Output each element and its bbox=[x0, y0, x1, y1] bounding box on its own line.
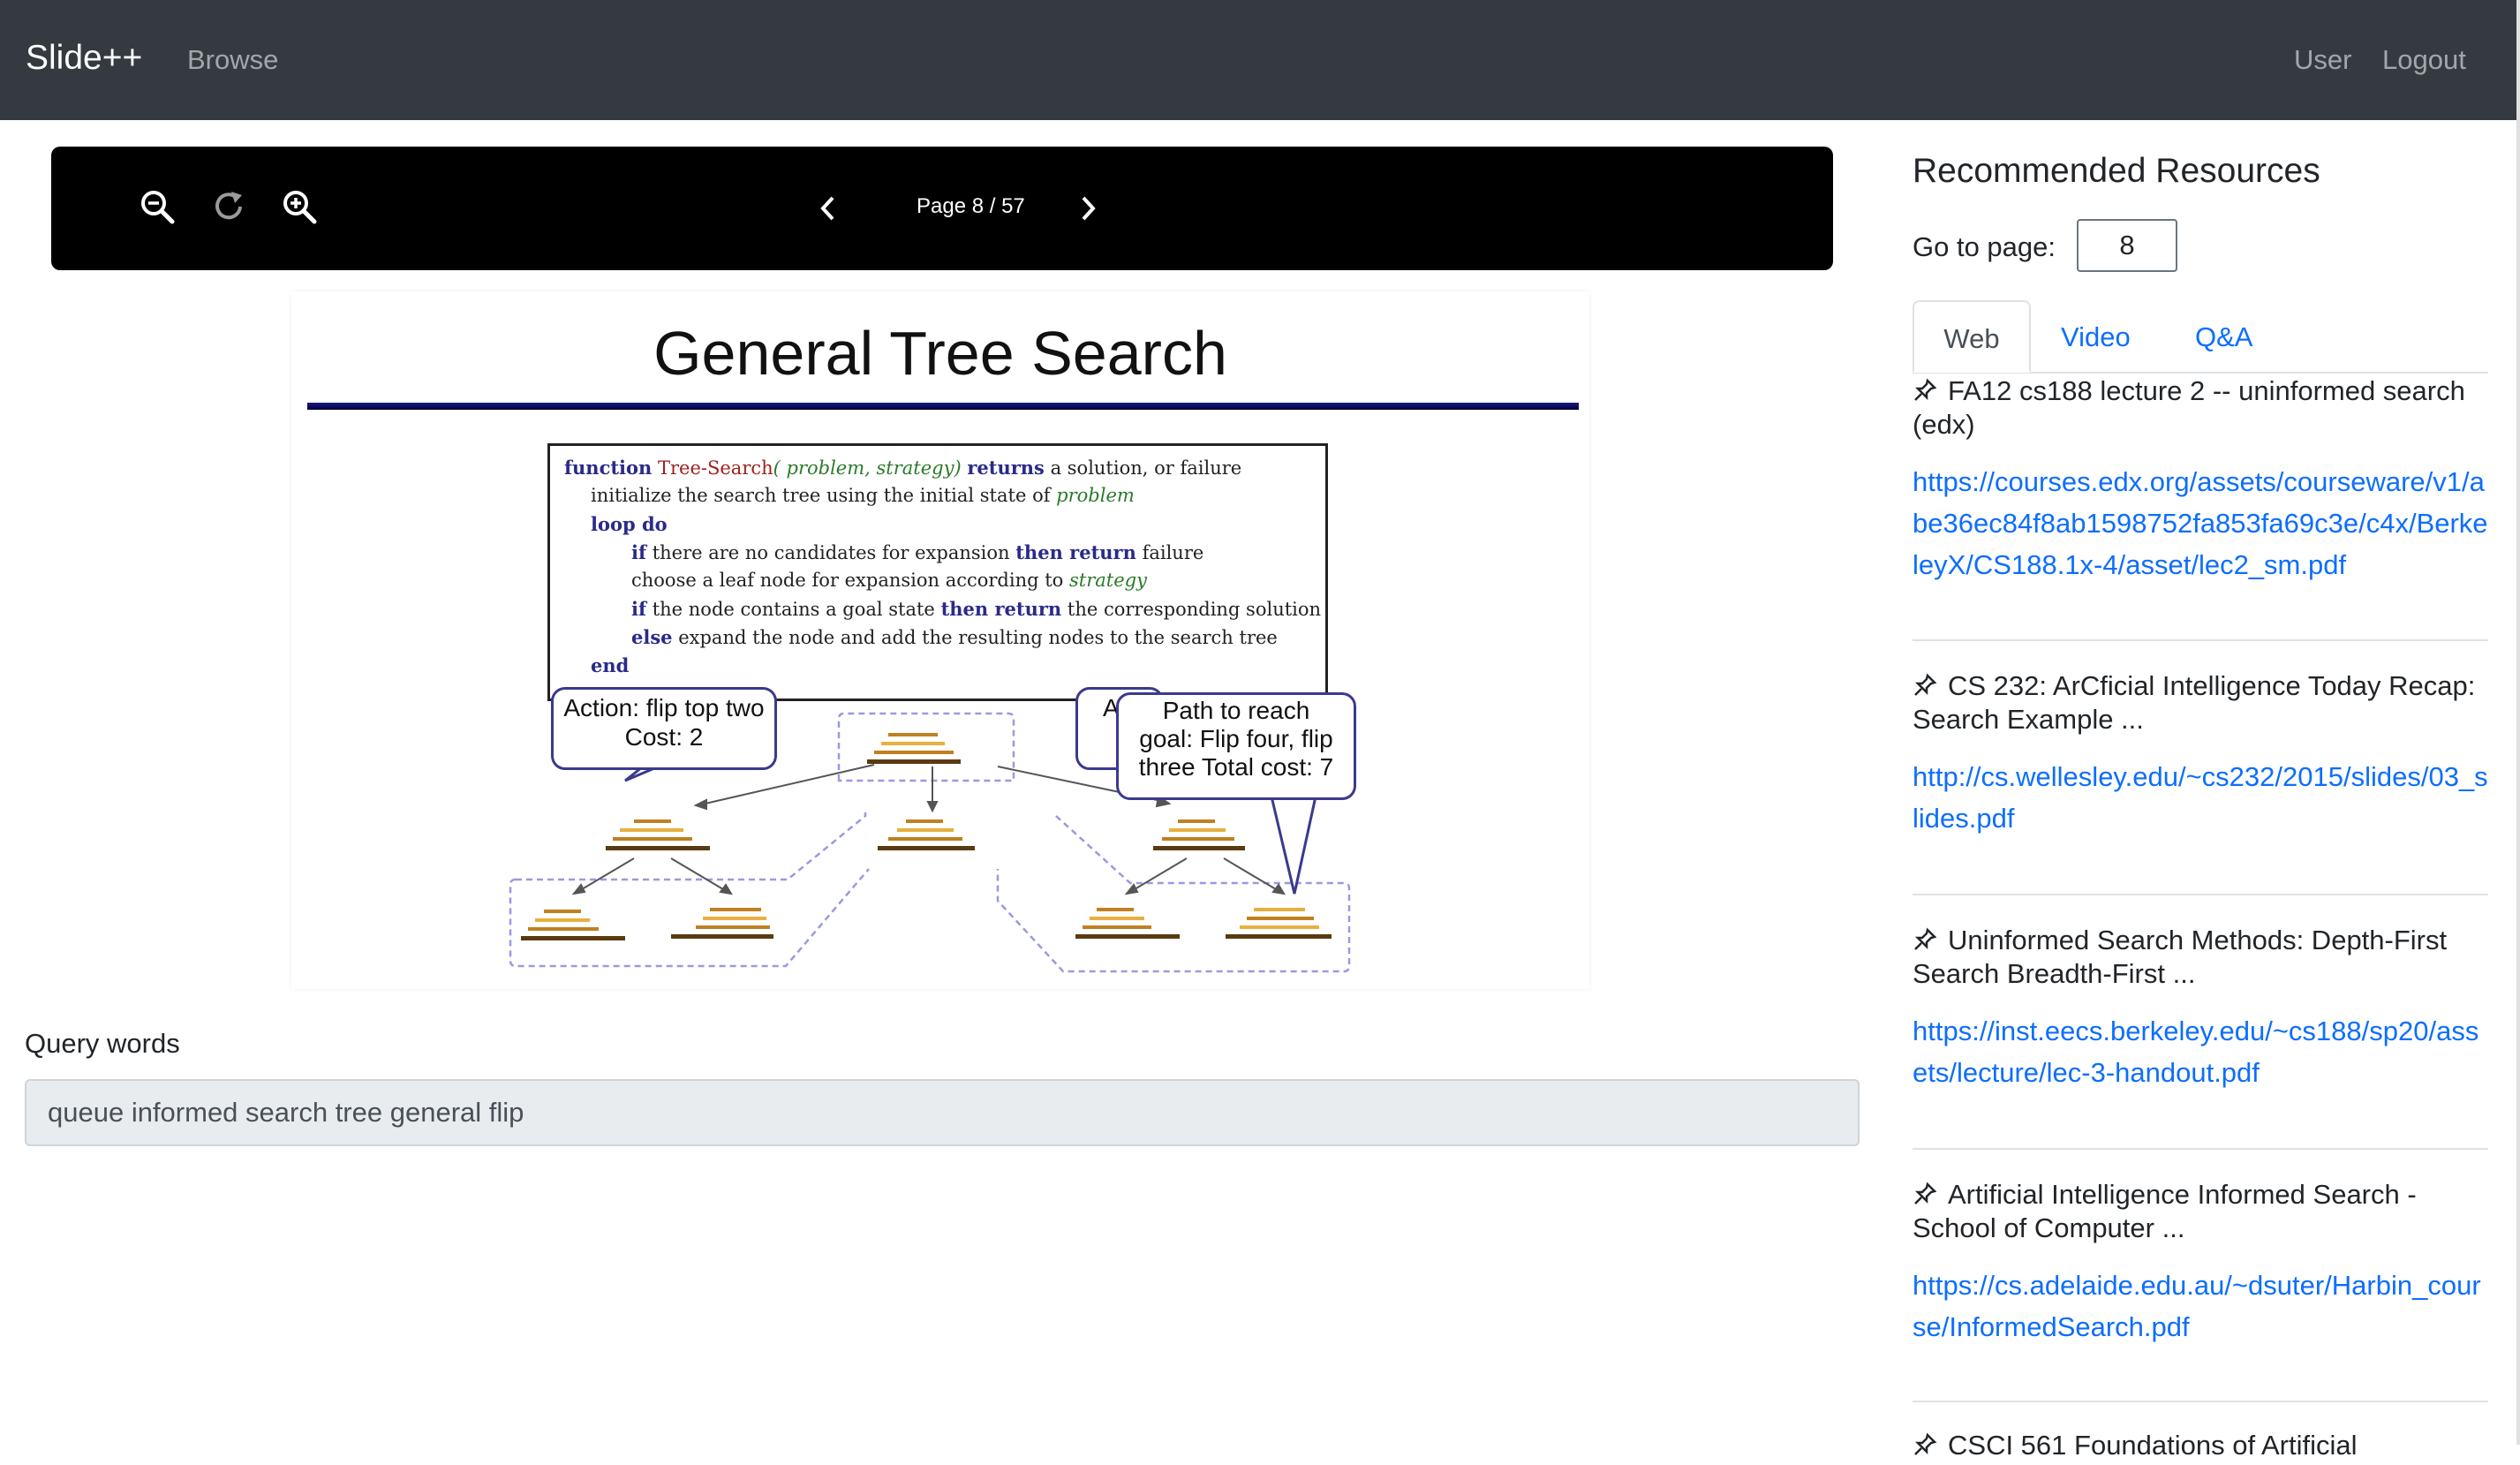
pin-icon[interactable] bbox=[1913, 672, 1937, 697]
chevron-left-icon[interactable] bbox=[808, 188, 849, 229]
algo-line-6: if the node contains a goal state then r… bbox=[631, 598, 1322, 620]
query-words-label: Query words bbox=[25, 1028, 180, 1059]
algo-line-7: else expand the node and add the resulti… bbox=[631, 626, 1278, 648]
pin-icon[interactable] bbox=[1913, 1431, 1937, 1456]
go-to-page-label: Go to page: bbox=[1913, 231, 2056, 262]
nav-browse-link[interactable]: Browse bbox=[187, 44, 279, 75]
result-item: Uninformed Search Methods: Depth-First S… bbox=[1913, 924, 2488, 1093]
tabs-divider bbox=[1913, 372, 2488, 374]
result-title[interactable]: FA12 cs188 lecture 2 -- uninformed searc… bbox=[1913, 375, 2465, 440]
algo-line-5: choose a leaf node for expansion accordi… bbox=[631, 570, 1147, 591]
nav-user-link[interactable]: User bbox=[2294, 44, 2352, 75]
chevron-right-icon[interactable] bbox=[1068, 188, 1108, 229]
algo-line-3: loop do bbox=[591, 513, 668, 535]
slide-title: General Tree Search bbox=[653, 319, 1227, 388]
pancake-stack-root bbox=[867, 733, 961, 764]
pin-icon[interactable] bbox=[1913, 926, 1937, 951]
tab-web[interactable]: Web bbox=[1913, 300, 2031, 373]
pin-icon[interactable] bbox=[1913, 377, 1937, 402]
algorithm-box: function Tree-Search( problem, strategy)… bbox=[547, 443, 1328, 701]
path-callout: Path to reach goal: Flip four, flip thre… bbox=[1116, 692, 1356, 800]
algo-line-4: if there are no candidates for expansion… bbox=[631, 541, 1204, 563]
result-divider bbox=[1913, 639, 2488, 641]
zoom-in-icon[interactable] bbox=[279, 186, 320, 227]
pancake-stack-right-right bbox=[1226, 908, 1332, 939]
tab-video[interactable]: Video bbox=[2061, 321, 2131, 352]
slide-title-rule bbox=[307, 403, 1579, 410]
result-item: CSCI 561 Foundations of Artificial bbox=[1913, 1429, 2488, 1462]
result-divider bbox=[1913, 1401, 2488, 1402]
result-link[interactable]: http://cs.wellesley.edu/~cs232/2015/slid… bbox=[1913, 761, 2488, 834]
action-callout: Action: flip top two Cost: 2 bbox=[551, 687, 777, 770]
algo-line-1: function Tree-Search( problem, strategy)… bbox=[564, 457, 1242, 479]
pancake-stack-left bbox=[606, 819, 710, 850]
tab-qa[interactable]: Q&A bbox=[2195, 321, 2253, 352]
result-title[interactable]: CSCI 561 Foundations of Artificial bbox=[1913, 1429, 2488, 1462]
algo-line-2: initialize the search tree using the ini… bbox=[591, 485, 1135, 506]
brand-logo[interactable]: Slide++ bbox=[26, 39, 143, 77]
algo-line-8: end bbox=[591, 654, 630, 676]
pancake-stack-left-right bbox=[671, 908, 773, 939]
page-scrollbar[interactable] bbox=[2516, 0, 2520, 1445]
nav-logout-link[interactable]: Logout bbox=[2382, 44, 2466, 75]
result-item: Artificial Intelligence Informed Search … bbox=[1913, 1178, 2488, 1348]
result-title[interactable]: CS 232: ArCficial Intelligence Today Rec… bbox=[1913, 670, 2476, 735]
result-title[interactable]: Artificial Intelligence Informed Search … bbox=[1913, 1179, 2417, 1243]
result-divider bbox=[1913, 894, 2488, 895]
pancake-stack-left-left bbox=[521, 910, 625, 940]
page-indicator: Page 8 / 57 bbox=[917, 194, 1025, 218]
slide-canvas: General Tree Search bbox=[291, 291, 1589, 989]
result-item: CS 232: ArCficial Intelligence Today Rec… bbox=[1913, 669, 2488, 839]
result-link[interactable]: https://cs.adelaide.edu.au/~dsuter/Harbi… bbox=[1913, 1270, 2481, 1342]
result-link[interactable]: https://inst.eecs.berkeley.edu/~cs188/sp… bbox=[1913, 1016, 2479, 1088]
pdf-viewer-toolbar: Page 8 / 57 bbox=[51, 147, 1833, 270]
recommended-resources-title: Recommended Resources bbox=[1913, 152, 2320, 190]
navbar: Slide++ Browse User Logout bbox=[0, 0, 2516, 120]
pancake-stack-right-left bbox=[1075, 908, 1180, 939]
go-to-page-input[interactable]: 8 bbox=[2077, 219, 2177, 272]
result-title[interactable]: Uninformed Search Methods: Depth-First S… bbox=[1913, 925, 2448, 989]
result-divider bbox=[1913, 1148, 2488, 1150]
reset-zoom-icon[interactable] bbox=[208, 186, 249, 227]
pancake-stack-middle bbox=[878, 819, 975, 850]
result-link[interactable]: https://courses.edx.org/assets/coursewar… bbox=[1913, 466, 2488, 580]
query-words-field[interactable]: queue informed search tree general flip bbox=[25, 1079, 1860, 1146]
pin-icon[interactable] bbox=[1913, 1181, 1937, 1205]
result-item: FA12 cs188 lecture 2 -- uninformed searc… bbox=[1913, 374, 2488, 585]
pancake-stack-right bbox=[1153, 819, 1245, 850]
zoom-out-icon[interactable] bbox=[137, 186, 177, 227]
